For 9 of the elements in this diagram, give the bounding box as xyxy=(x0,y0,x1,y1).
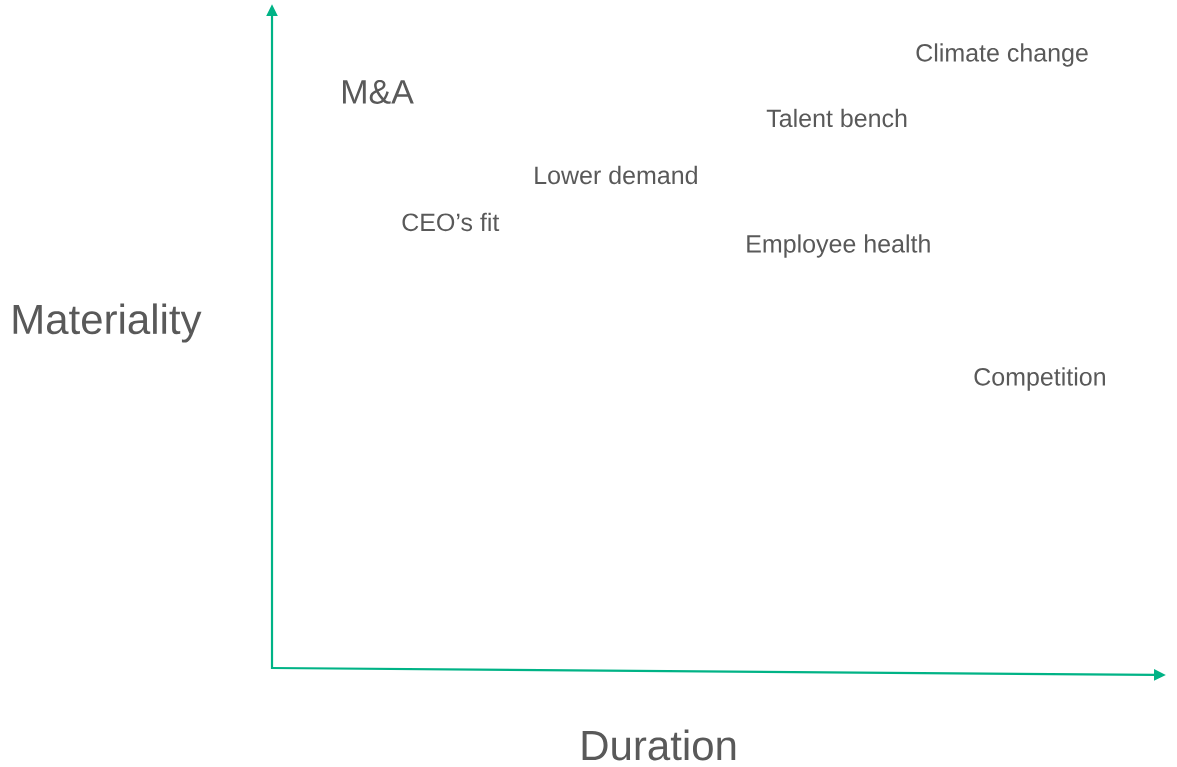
item-label: Competition xyxy=(974,367,1105,391)
item-label: Talent bench xyxy=(766,108,907,128)
item-label: Employee health xyxy=(747,234,930,258)
axis-title: Duration xyxy=(582,729,736,761)
item-label: Climate change xyxy=(916,43,1088,67)
item-label: CEO’s fit xyxy=(402,212,500,232)
item-label: M&A xyxy=(343,80,414,104)
item-label: Lower demand xyxy=(535,165,697,185)
axis-title: Materiality xyxy=(13,303,202,343)
